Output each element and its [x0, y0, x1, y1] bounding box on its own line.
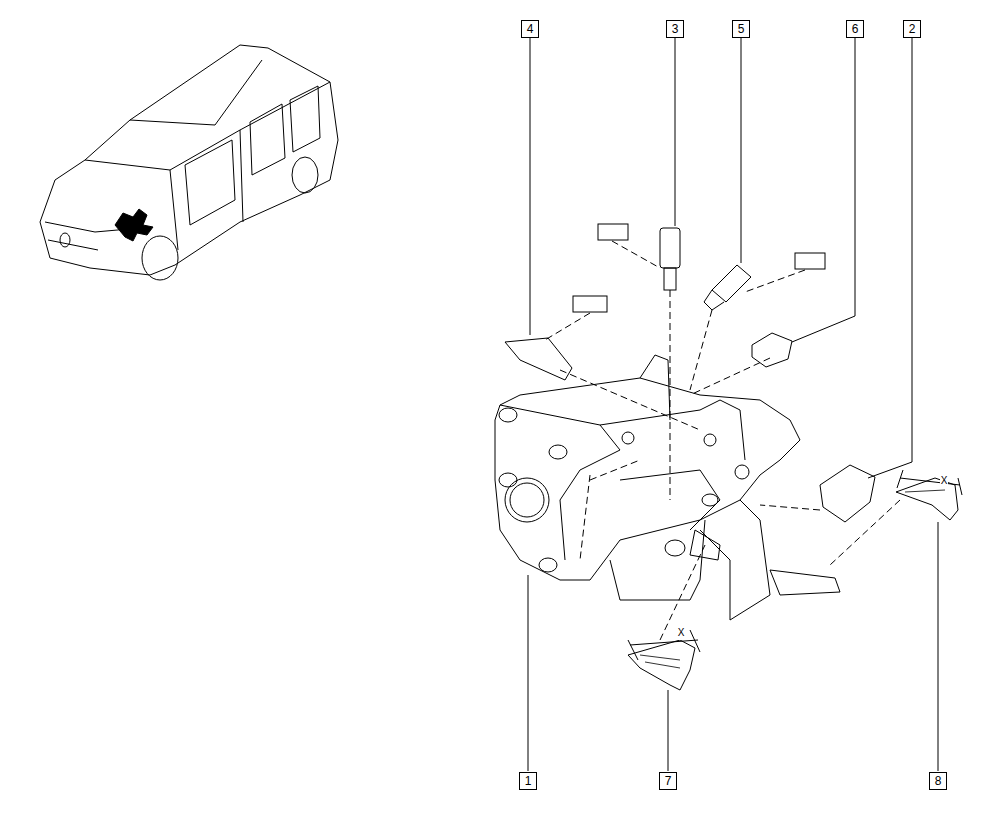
pedal-box [495, 355, 840, 620]
callout-number: 3 [672, 22, 679, 36]
vehicle-outline [40, 45, 338, 280]
callout-box: 7 [659, 772, 677, 790]
callout-number: 4 [527, 22, 534, 36]
callout-number: 1 [525, 774, 532, 788]
dimension-label: X [940, 474, 949, 488]
dimension-lines [628, 470, 962, 660]
callout-number: 8 [935, 774, 942, 788]
empty-tag [795, 253, 825, 269]
assembly-lines [545, 241, 900, 640]
callout-number: 7 [665, 774, 672, 788]
empty-tag [598, 224, 628, 240]
callout-box: 3 [666, 20, 684, 38]
callout-box: 2 [903, 20, 921, 38]
empty-tag [573, 296, 607, 312]
callout-box: 8 [929, 772, 947, 790]
leader-lines [528, 38, 938, 771]
callout-number: 6 [852, 22, 859, 36]
callout-number: 5 [738, 22, 745, 36]
callout-box: 6 [846, 20, 864, 38]
callout-box: 5 [732, 20, 750, 38]
pedal-pad [896, 478, 958, 520]
callout-box: 1 [519, 772, 537, 790]
sensor-switches [505, 228, 875, 522]
callout-number: 2 [909, 22, 916, 36]
callout-box: 4 [521, 20, 539, 38]
dimension-label: X [677, 626, 686, 640]
